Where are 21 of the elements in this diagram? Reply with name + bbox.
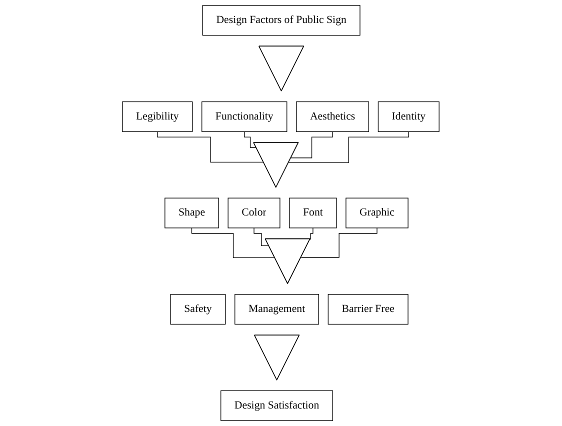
connector xyxy=(244,131,257,148)
node-box: Design Factors of Public Sign xyxy=(202,5,361,36)
connector xyxy=(288,131,410,163)
node-box: Safety xyxy=(170,294,226,325)
connector xyxy=(157,131,264,163)
connector xyxy=(290,131,334,158)
node-box: Functionality xyxy=(202,101,288,132)
node-box: Aesthetics xyxy=(296,101,370,132)
node-box: Color xyxy=(228,198,281,228)
connector xyxy=(192,228,276,258)
node-box: Barrier Free xyxy=(328,294,409,325)
connector xyxy=(308,228,314,240)
node-box: Identity xyxy=(378,101,440,132)
node-box: Management xyxy=(234,294,320,325)
node-box: Shape xyxy=(164,198,220,228)
node-box: Font xyxy=(289,198,338,228)
connector xyxy=(254,228,270,246)
node-box: Graphic xyxy=(346,198,409,228)
node-box: Legibility xyxy=(122,101,193,132)
node-box: Design Satisfaction xyxy=(220,390,334,421)
connector xyxy=(301,228,378,258)
